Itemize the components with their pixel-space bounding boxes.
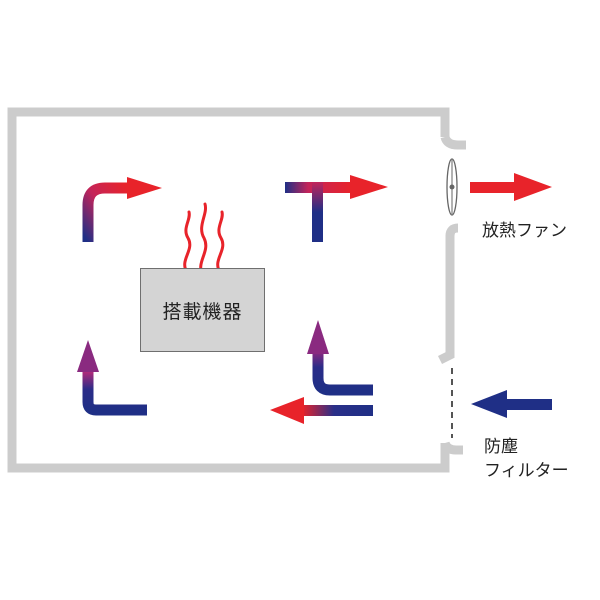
heat-waves-icon [183,202,225,278]
filter-opening-frame [440,441,463,455]
onboard-equipment-box: 搭載機器 [140,268,265,352]
enclosure-wall [7,107,450,473]
arrow-lower-left-corner [77,340,147,416]
fan-label: 放熱ファン [482,221,567,241]
fan-opening-frame [440,135,466,150]
arrow-bottom-left [270,397,373,424]
arrow-middle-turn-up [307,320,373,396]
arrow-upper-left-corner [82,177,162,242]
arrow-exhaust [470,173,552,201]
right-wall-lower [437,223,459,365]
filter-label-line1: 防塵 [484,437,518,457]
arrow-t-junction [285,175,388,242]
arrow-intake [471,390,552,418]
device-label: 搭載機器 [162,300,243,323]
filter-label-line2: フィルター [484,461,569,481]
fan-icon [446,158,458,216]
